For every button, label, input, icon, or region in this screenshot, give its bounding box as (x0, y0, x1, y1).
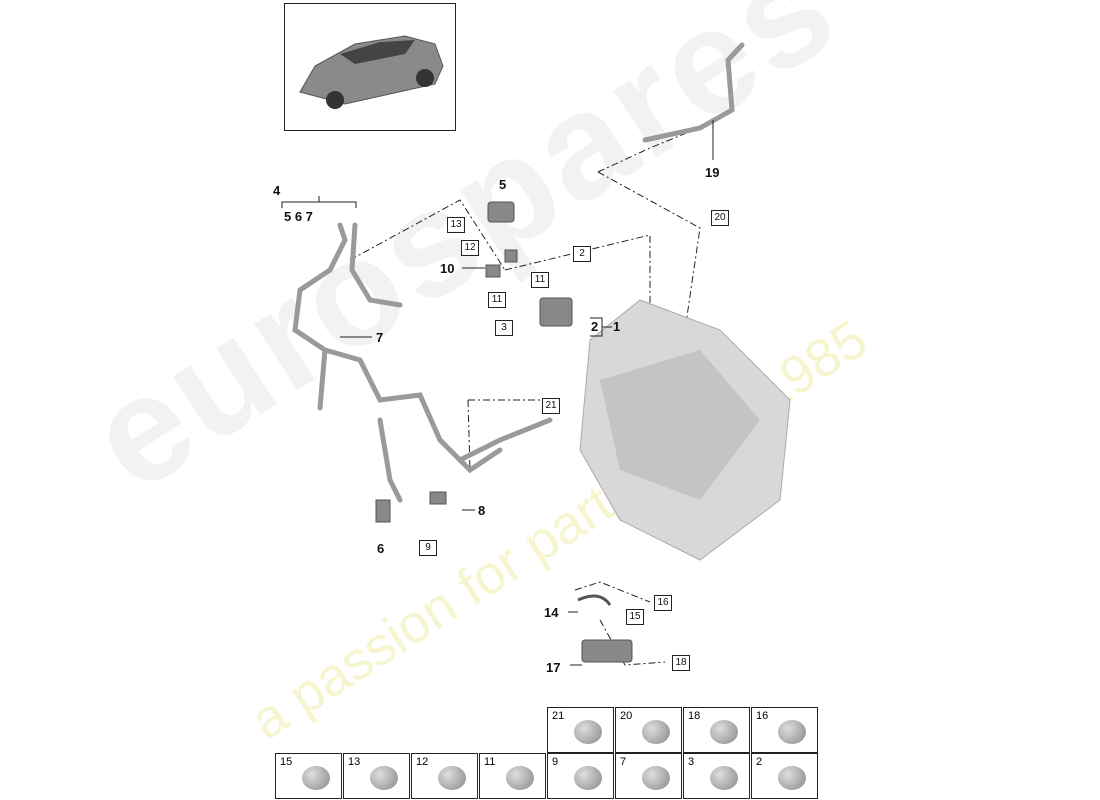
part-callout[interactable]: 10 (440, 261, 455, 276)
bracket-lines (281, 120, 714, 666)
part-cell[interactable]: 16 (751, 707, 818, 753)
boxed-part-callout[interactable]: 11 (531, 272, 549, 288)
part-number: 12 (416, 756, 429, 768)
part-number: 3 (688, 756, 695, 768)
part-callout[interactable]: 19 (705, 165, 720, 180)
part-icon (778, 766, 806, 790)
part-icon (574, 720, 602, 744)
part-icon (710, 720, 738, 744)
part-icon (642, 720, 670, 744)
boxed-part-callout[interactable]: 16 (654, 595, 672, 611)
part-callout[interactable]: 17 (546, 660, 561, 675)
part-number: 9 (552, 756, 559, 768)
part-callout[interactable]: 8 (478, 503, 486, 518)
part-icon (506, 766, 534, 790)
part-number: 7 (620, 756, 627, 768)
part-number: 20 (620, 710, 633, 722)
part-callout[interactable]: 2 (591, 319, 599, 334)
part-number: 2 (756, 756, 763, 768)
components (375, 201, 633, 663)
boxed-part-callout[interactable]: 15 (626, 609, 644, 625)
part-number: 13 (348, 756, 361, 768)
part-callout[interactable]: 1 (613, 319, 621, 334)
boxed-part-callout[interactable]: 21 (542, 398, 560, 414)
part-cell[interactable]: 18 (683, 707, 750, 753)
part-icon (710, 766, 738, 790)
engine-block (579, 299, 791, 561)
boxed-part-callout[interactable]: 9 (419, 540, 437, 556)
boxed-part-callout[interactable]: 20 (711, 210, 729, 226)
part-number: 21 (552, 710, 565, 722)
boxed-part-callout[interactable]: 13 (447, 217, 465, 233)
vehicle-thumbnail (284, 3, 456, 131)
boxed-part-callout[interactable]: 11 (488, 292, 506, 308)
part-number: 11 (484, 756, 496, 768)
part-cell[interactable]: 3 (683, 753, 750, 799)
part-number: 15 (280, 756, 293, 768)
boxed-part-callout[interactable]: 2 (573, 246, 591, 262)
part-cell[interactable]: 9 (547, 753, 614, 799)
part-icon (642, 766, 670, 790)
boxed-part-callout[interactable]: 12 (461, 240, 479, 256)
part-callout[interactable]: 5 (499, 177, 507, 192)
part-callout[interactable]: 5 6 7 (284, 209, 313, 224)
coolant-pipes (292, 42, 745, 503)
part-cell[interactable]: 11 (479, 753, 546, 799)
boxed-part-callout[interactable]: 3 (495, 320, 513, 336)
boxed-part-callout[interactable]: 18 (672, 655, 690, 671)
part-cell[interactable]: 15 (275, 753, 342, 799)
part-icon (302, 766, 330, 790)
part-cell[interactable]: 13 (343, 753, 410, 799)
part-callout[interactable]: 6 (377, 541, 385, 556)
part-cell[interactable]: 20 (615, 707, 682, 753)
part-icon (778, 720, 806, 744)
part-cell[interactable]: 2 (751, 753, 818, 799)
part-callout[interactable]: 7 (376, 330, 384, 345)
car-illustration (299, 35, 444, 109)
part-icon (574, 766, 602, 790)
part-cell[interactable]: 7 (615, 753, 682, 799)
part-callout[interactable]: 14 (544, 605, 559, 620)
part-icon (438, 766, 466, 790)
part-number: 18 (688, 710, 701, 722)
part-cell[interactable]: 21 (547, 707, 614, 753)
part-callout[interactable]: 4 (273, 183, 281, 198)
part-number: 16 (756, 710, 769, 722)
part-icon (370, 766, 398, 790)
part-cell[interactable]: 12 (411, 753, 478, 799)
